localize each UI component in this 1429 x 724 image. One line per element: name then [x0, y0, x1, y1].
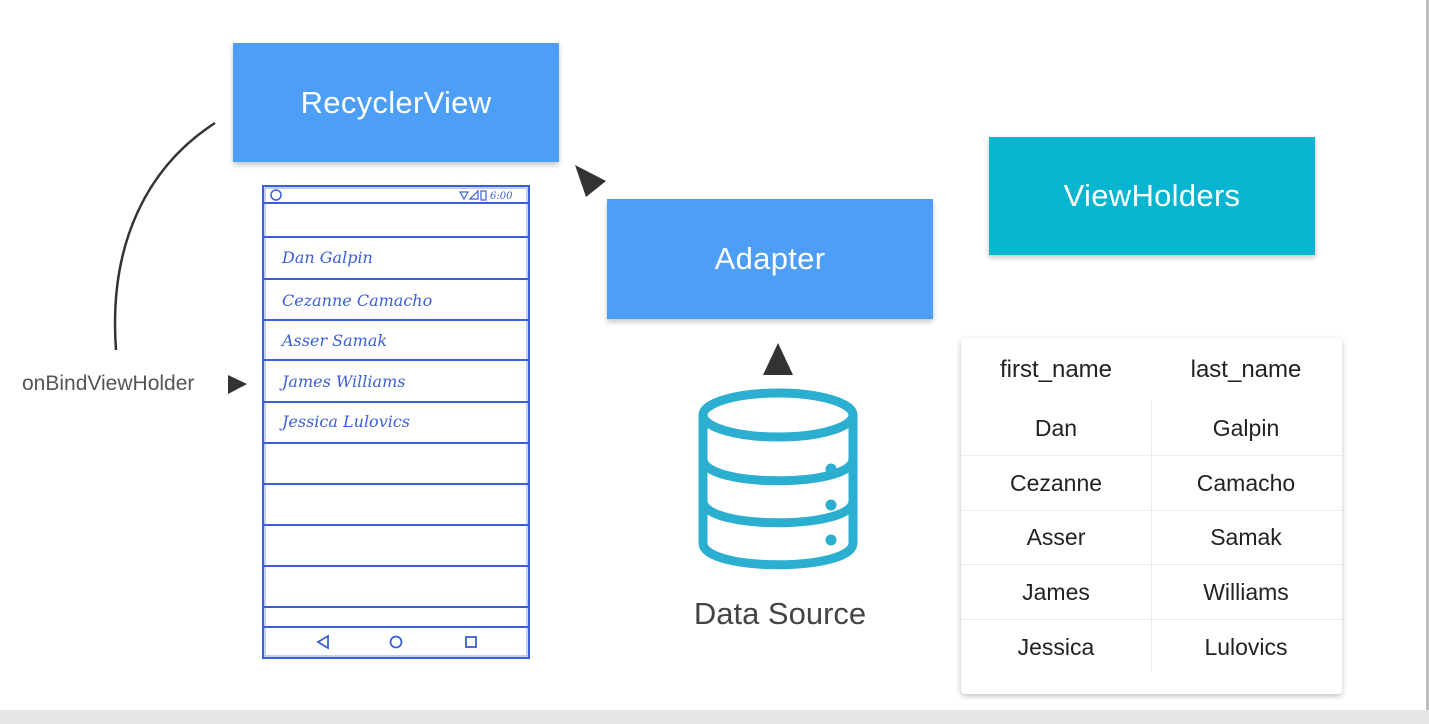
- home-circle-icon: [389, 635, 403, 649]
- recyclerview-box: RecyclerView: [233, 43, 559, 162]
- table-cell: Jessica: [1017, 634, 1095, 660]
- database-icon: [698, 388, 858, 570]
- adapter-box: Adapter: [607, 199, 933, 319]
- table-column-divider: [1151, 400, 1152, 672]
- wifi-icon: [458, 191, 470, 201]
- table-header-last-name: last_name: [1190, 356, 1302, 383]
- phone-sketch: [262, 185, 530, 659]
- camera-icon: [270, 189, 282, 201]
- table-cell: Camacho: [1196, 470, 1296, 496]
- table-cell: Galpin: [1212, 415, 1280, 441]
- phone-list-item: Dan Galpin: [282, 248, 373, 267]
- battery-icon: [480, 190, 487, 201]
- database-dots: [825, 463, 837, 546]
- table-cell: Williams: [1203, 579, 1289, 605]
- data-source-label: Data Source: [693, 596, 867, 631]
- back-triangle-icon: [316, 634, 329, 650]
- on-bind-view-holder-label: onBindViewHolder: [22, 372, 195, 395]
- recents-square-icon: [465, 636, 477, 648]
- phone-list-item: Jessica Lulovics: [282, 412, 411, 431]
- phone-list-item: Cezanne Camacho: [282, 291, 433, 310]
- table-cell: James: [1022, 579, 1090, 605]
- arrow-from-datasource-icon: [763, 343, 793, 375]
- table-cell: Lulovics: [1204, 634, 1288, 660]
- arrow-to-phone-icon: [228, 375, 247, 394]
- table-row-divider: [961, 564, 1342, 565]
- table-cell: Dan: [1034, 415, 1078, 441]
- table-row-divider: [961, 455, 1342, 456]
- phone-list-item: James Williams: [282, 372, 406, 391]
- table-cell: Asser: [1026, 524, 1086, 550]
- slide-edge: [1426, 0, 1429, 724]
- table-cell: Samak: [1210, 524, 1282, 550]
- table-header-first-name: first_name: [999, 356, 1113, 383]
- viewholders-box: ViewHolders: [989, 137, 1315, 255]
- bottom-strip: [0, 710, 1429, 724]
- bind-connector-curve: [113, 121, 216, 351]
- arrow-to-recycler-icon: [575, 165, 606, 197]
- table-row-divider: [961, 510, 1342, 511]
- table-row-divider: [961, 619, 1342, 620]
- status-time: 6:00: [490, 191, 513, 202]
- data-table: first_name last_name Dan Galpin Cezanne …: [961, 338, 1342, 694]
- phone-list-item: Asser Samak: [282, 331, 388, 350]
- signal-icon: [468, 189, 479, 200]
- table-cell: Cezanne: [1009, 470, 1103, 496]
